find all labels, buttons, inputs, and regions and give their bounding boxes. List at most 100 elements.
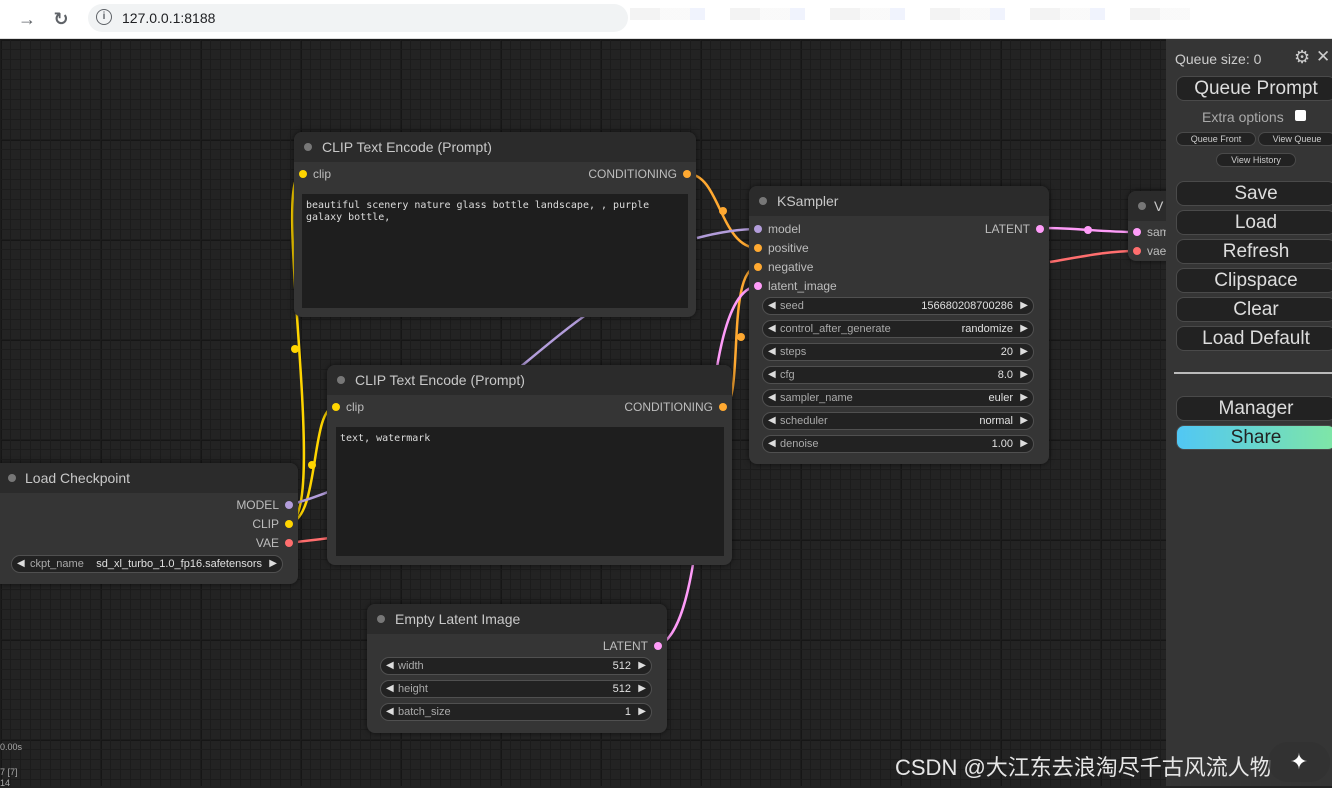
gear-icon[interactable]: ⚙ [1294,47,1311,67]
node-title: CLIP Text Encode (Prompt) [355,372,525,388]
clip-text-encode-negative-node[interactable]: CLIP Text Encode (Prompt) clip CONDITION… [327,365,732,565]
increment-arrow-icon[interactable]: ▶ [269,558,277,569]
vae-pin-icon [1133,247,1141,255]
negative-prompt-textarea[interactable]: text, watermark [336,427,724,556]
load-checkpoint-node[interactable]: Load Checkpoint MODEL CLIP VAE ◀ckpt_nam… [0,463,298,584]
clear-button[interactable]: Clear [1176,297,1332,322]
decrement-arrow-icon[interactable]: ◀ [386,683,394,694]
extra-options-checkbox[interactable] [1295,110,1306,121]
conditioning-pin-icon [683,170,691,178]
refresh-button[interactable]: Refresh [1176,239,1332,264]
decrement-arrow-icon[interactable]: ◀ [768,415,776,426]
close-icon[interactable]: ✕ [1316,47,1331,66]
increment-arrow-icon[interactable]: ▶ [1020,346,1028,357]
conditioning-output-slot[interactable]: CONDITIONING [588,167,696,181]
forward-icon[interactable]: → [18,9,36,29]
conditioning-output-slot[interactable]: CONDITIONING [624,400,732,414]
model-pin-icon [754,225,762,233]
decrement-arrow-icon[interactable]: ◀ [768,300,776,311]
clip-input-slot[interactable]: clip [327,400,364,414]
node-title: KSampler [777,193,839,209]
latent-pin-icon [1133,228,1141,236]
collapse-dot-icon[interactable] [337,376,345,384]
comfy-menu: Queue size: 0 ⚙ ✕ Queue Prompt Extra opt… [1166,39,1332,786]
clip-pin-icon [299,170,307,178]
positive-prompt-textarea[interactable]: beautiful scenery nature glass bottle la… [302,194,688,308]
negative-input-slot[interactable]: negative [749,260,813,274]
model-input-slot[interactable]: model [749,222,801,236]
decrement-arrow-icon[interactable]: ◀ [17,558,25,569]
load-button[interactable]: Load [1176,210,1332,235]
decrement-arrow-icon[interactable]: ◀ [768,323,776,334]
address-bar[interactable]: i 127.0.0.1:8188 [88,4,628,32]
extra-options-label: Extra options [1202,109,1284,125]
increment-arrow-icon[interactable]: ▶ [638,660,646,671]
queue-front-button[interactable]: Queue Front [1176,132,1256,146]
samples-input-slot[interactable]: sam [1128,225,1170,239]
ksampler-node[interactable]: KSampler model positive negative latent_… [749,186,1049,464]
positive-input-slot[interactable]: positive [749,241,809,255]
collapse-dot-icon[interactable] [759,197,767,205]
save-button[interactable]: Save [1176,181,1332,206]
clip-output-slot[interactable]: CLIP [252,517,298,531]
menu-divider [1174,372,1332,374]
view-history-button[interactable]: View History [1216,153,1296,167]
vae-output-slot[interactable]: VAE [256,536,298,550]
blurred-tabs [630,8,1190,20]
decrement-arrow-icon[interactable]: ◀ [386,660,394,671]
increment-arrow-icon[interactable]: ▶ [1020,300,1028,311]
increment-arrow-icon[interactable]: ▶ [1020,323,1028,334]
queue-size-label: Queue size: 0 [1175,51,1262,67]
increment-arrow-icon[interactable]: ▶ [1020,415,1028,426]
increment-arrow-icon[interactable]: ▶ [638,706,646,717]
clip-pin-icon [285,520,293,528]
latent-image-input-slot[interactable]: latent_image [749,279,837,293]
clip-text-encode-positive-node[interactable]: CLIP Text Encode (Prompt) clip CONDITION… [294,132,696,317]
view-queue-button[interactable]: View Queue [1258,132,1332,146]
latent-output-slot[interactable]: LATENT [603,639,667,653]
collapse-dot-icon[interactable] [1138,202,1146,210]
share-button[interactable]: Share [1176,425,1332,450]
manager-button[interactable]: Manager [1176,396,1332,421]
reload-icon[interactable]: ↻ [53,9,69,29]
clipspace-button[interactable]: Clipspace [1176,268,1332,293]
collapse-tools-icon[interactable]: ✦ [1268,742,1330,782]
vae-input-slot[interactable]: vae [1128,244,1166,258]
decrement-arrow-icon[interactable]: ◀ [386,706,394,717]
latent-pin-icon [1036,225,1044,233]
latent-output-slot[interactable]: LATENT [985,222,1049,236]
node-title: CLIP Text Encode (Prompt) [322,139,492,155]
decrement-arrow-icon[interactable]: ◀ [768,346,776,357]
load-default-button[interactable]: Load Default [1176,326,1332,351]
collapse-dot-icon[interactable] [304,143,312,151]
model-output-slot[interactable]: MODEL [236,498,298,512]
clip-input-slot[interactable]: clip [294,167,331,181]
vae-pin-icon [285,539,293,547]
conditioning-pin-icon [754,263,762,271]
collapse-dot-icon[interactable] [377,615,385,623]
collapse-dot-icon[interactable] [8,474,16,482]
increment-arrow-icon[interactable]: ▶ [1020,369,1028,380]
decrement-arrow-icon[interactable]: ◀ [768,369,776,380]
node-title: Empty Latent Image [395,611,521,627]
decrement-arrow-icon[interactable]: ◀ [768,392,776,403]
info-icon[interactable]: i [96,9,112,25]
queue-prompt-button[interactable]: Queue Prompt [1176,76,1332,101]
decrement-arrow-icon[interactable]: ◀ [768,438,776,449]
increment-arrow-icon[interactable]: ▶ [638,683,646,694]
increment-arrow-icon[interactable]: ▶ [1020,438,1028,449]
clip-pin-icon [332,403,340,411]
increment-arrow-icon[interactable]: ▶ [1020,392,1028,403]
